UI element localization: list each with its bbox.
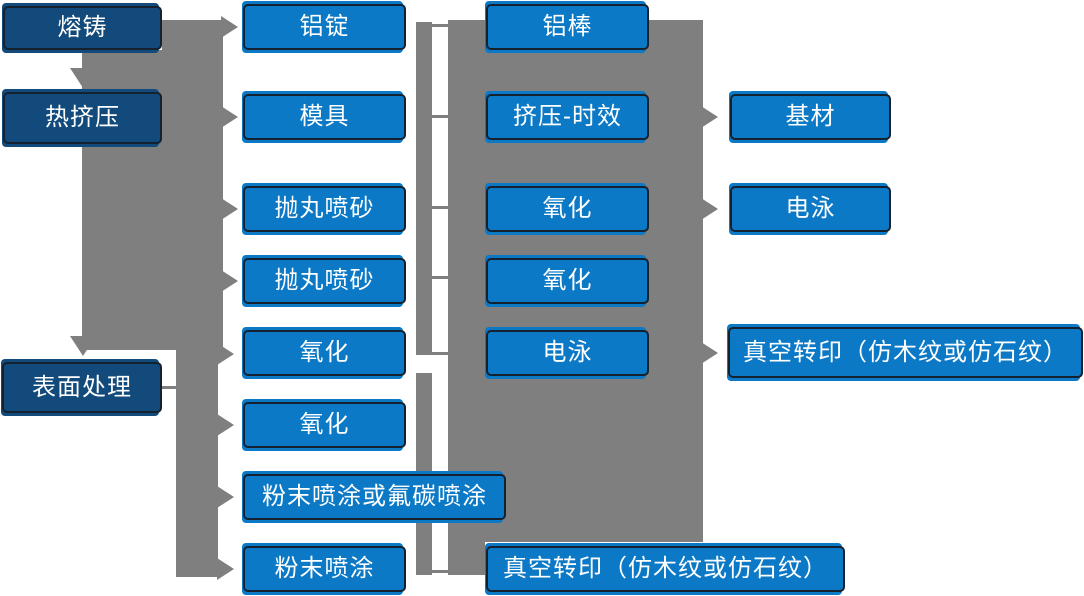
arrow-to-oxidation-1-icon — [217, 343, 234, 365]
node-aluminum-ingot-label: 铝锭 — [299, 13, 350, 40]
node-electrophoresis-2-label: 电泳 — [785, 195, 836, 222]
node-hot-extrusion: 热挤压 — [3, 92, 162, 144]
arrow-to-vacuum-transfer-right-icon — [701, 342, 718, 364]
arrow-to-powder-coating-icon — [217, 558, 234, 580]
node-oxidation-4-label: 氧化 — [542, 267, 593, 294]
arrow-to-mold-icon — [221, 106, 238, 128]
node-mold-label: 模具 — [299, 103, 350, 130]
arrow-down-to-surface-treatment-icon — [70, 336, 96, 356]
connector-link-r4 — [430, 276, 450, 279]
node-electrophoresis-2: 电泳 — [730, 186, 891, 232]
node-powder-fluorocarbon-coating-label: 粉末喷涂或氟碳喷涂 — [262, 483, 487, 510]
arrow-to-base-material-icon — [701, 106, 718, 128]
node-oxidation-2: 氧化 — [243, 402, 406, 448]
node-vacuum-transfer-print-bottom-label: 真空转印（仿木纹或仿石纹） — [503, 555, 828, 582]
connector-column3-field-foot — [448, 530, 485, 575]
connector-surface-treatment-stub — [160, 386, 178, 389]
node-powder-coating: 粉末喷涂 — [243, 546, 406, 592]
arrow-to-powder-fluorocarbon-icon — [217, 486, 234, 508]
arrow-to-electrophoresis-2-icon — [701, 198, 718, 220]
connector-link-r2 — [430, 115, 450, 118]
connector-middle-bar-upper — [416, 22, 432, 355]
node-oxidation-4: 氧化 — [486, 258, 649, 304]
arrow-to-shot-blasting-1-icon — [221, 198, 238, 220]
node-powder-coating-label: 粉末喷涂 — [274, 555, 375, 582]
connector-left-trunk-top — [162, 20, 223, 52]
node-base-material-label: 基材 — [785, 103, 836, 130]
arrow-to-aluminum-ingot-icon — [221, 16, 238, 38]
node-electrophoresis-1-label: 电泳 — [542, 339, 593, 366]
arrow-down-to-hot-extrusion-icon — [70, 68, 96, 88]
node-oxidation-1-label: 氧化 — [299, 339, 350, 366]
node-melting-label: 熔铸 — [57, 14, 108, 41]
node-hot-extrusion-label: 热挤压 — [45, 104, 120, 131]
node-powder-fluorocarbon-coating: 粉末喷涂或氟碳喷涂 — [243, 474, 506, 520]
node-aluminum-rod: 铝棒 — [486, 4, 649, 50]
connector-left-trunk-lower — [176, 350, 218, 577]
node-base-material: 基材 — [730, 94, 891, 140]
node-vacuum-transfer-print-right: 真空转印（仿木纹或仿石纹） — [728, 327, 1083, 378]
node-shot-blasting-1-label: 抛丸喷砂 — [274, 195, 375, 222]
connector-link-r3 — [430, 206, 450, 209]
node-shot-blasting-2: 抛丸喷砂 — [243, 258, 406, 304]
node-oxidation-1: 氧化 — [243, 330, 406, 376]
connector-link-r1 — [430, 24, 450, 27]
node-shot-blasting-2-label: 抛丸喷砂 — [274, 267, 375, 294]
node-extrusion-aging: 挤压-时效 — [486, 94, 649, 140]
node-oxidation-3: 氧化 — [486, 186, 649, 232]
node-extrusion-aging-label: 挤压-时效 — [513, 103, 622, 130]
node-oxidation-2-label: 氧化 — [299, 411, 350, 438]
node-aluminum-rod-label: 铝棒 — [542, 13, 593, 40]
node-aluminum-ingot: 铝锭 — [243, 4, 406, 50]
node-mold: 模具 — [243, 94, 406, 140]
node-melting: 熔铸 — [3, 6, 162, 50]
arrow-to-shot-blasting-2-icon — [221, 270, 238, 292]
node-shot-blasting-1: 抛丸喷砂 — [243, 186, 406, 232]
node-surface-treatment-label: 表面处理 — [32, 373, 132, 401]
node-surface-treatment: 表面处理 — [2, 362, 162, 413]
connector-link-bottom — [430, 570, 450, 573]
connector-link-r5 — [430, 352, 450, 355]
node-electrophoresis-1: 电泳 — [486, 330, 649, 376]
node-vacuum-transfer-print-right-label: 真空转印（仿木纹或仿石纹） — [743, 338, 1068, 366]
node-vacuum-transfer-print-bottom: 真空转印（仿木纹或仿石纹） — [486, 546, 845, 592]
node-oxidation-3-label: 氧化 — [542, 195, 593, 222]
arrow-to-oxidation-2-icon — [217, 414, 234, 436]
